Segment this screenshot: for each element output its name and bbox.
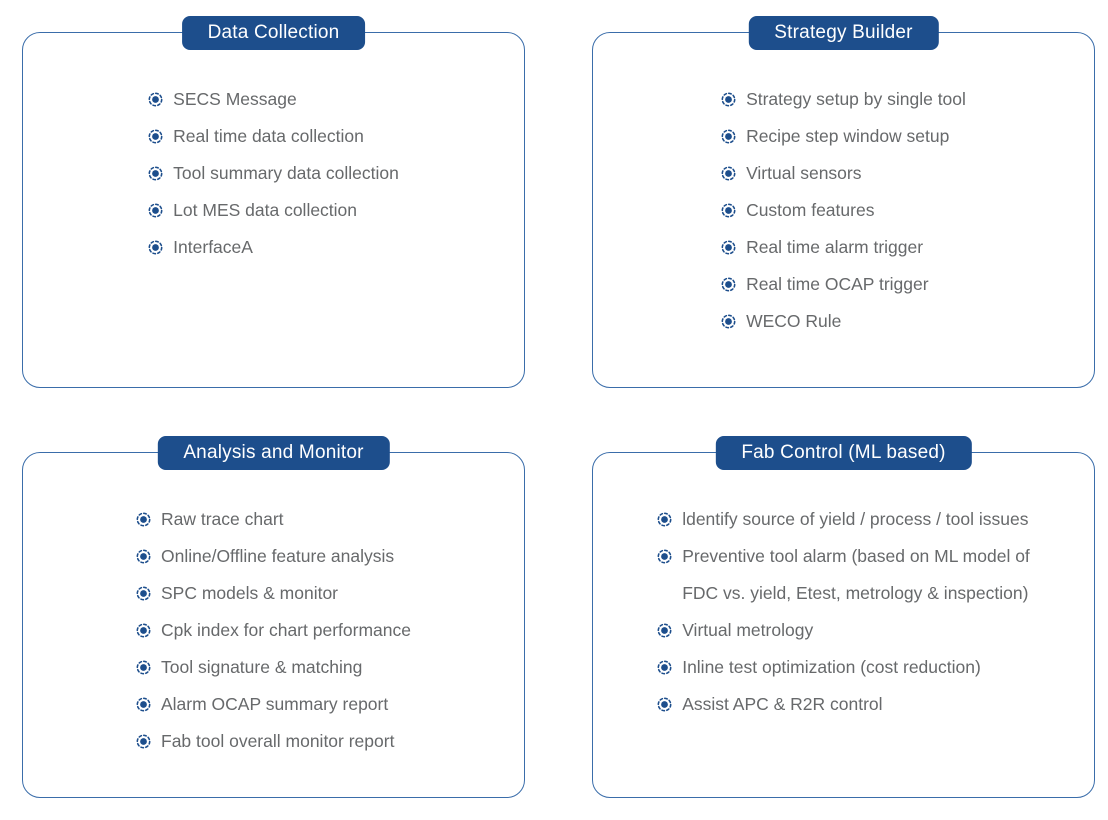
list-item-label: Cpk index for chart performance	[161, 620, 411, 640]
bullet-target-icon	[136, 686, 151, 723]
list-item-label: Lot MES data collection	[173, 200, 358, 220]
list-item-label: SPC models & monitor	[161, 583, 339, 603]
panel-title-badge: Fab Control (ML based)	[715, 436, 972, 470]
list-item-label: Online/Offline feature analysis	[161, 546, 395, 566]
bullet-target-icon	[148, 192, 163, 229]
list-item: Strategy setup by single tool	[721, 81, 966, 118]
bullet-target-icon	[136, 501, 151, 538]
list-item-label: Real time data collection	[173, 126, 364, 146]
bullet-target-icon	[148, 118, 163, 155]
list-item: InterfaceA	[148, 229, 399, 266]
list-item-label: WECO Rule	[746, 311, 842, 331]
panel-title-badge: Analysis and Monitor	[157, 436, 390, 470]
list-item-label: Custom features	[746, 200, 875, 220]
list-item: Tool summary data collection	[148, 155, 399, 192]
list-item: Alarm OCAP summary report	[136, 686, 411, 723]
bullet-target-icon	[721, 266, 736, 303]
bullet-target-icon	[721, 155, 736, 192]
list-item: ldentify source of yield / process / too…	[657, 501, 1030, 538]
list-item-label: Tool signature & matching	[161, 657, 363, 677]
list-item: Inline test optimization (cost reduction…	[657, 649, 1030, 686]
list-item: Online/Offline feature analysis	[136, 538, 411, 575]
list-item: Virtual metrology	[657, 612, 1030, 649]
list-item-label: Tool summary data collection	[173, 163, 399, 183]
bullet-target-icon	[657, 649, 672, 686]
bullet-target-icon	[136, 612, 151, 649]
list-item-label: Recipe step window setup	[746, 126, 950, 146]
list-item: Real time data collection	[148, 118, 399, 155]
bullet-target-icon	[721, 81, 736, 118]
feature-list: SECS Message Real time data collection	[148, 33, 399, 266]
list-item: Cpk index for chart performance	[136, 612, 411, 649]
bullet-target-icon	[657, 612, 672, 649]
bullet-target-icon	[148, 229, 163, 266]
bullet-target-icon	[657, 501, 672, 538]
bullet-target-icon	[657, 686, 672, 723]
feature-list: ldentify source of yield / process / too…	[657, 453, 1030, 723]
bullet-target-icon	[136, 538, 151, 575]
list-item-label: SECS Message	[173, 89, 297, 109]
list-item-label: Real time OCAP trigger	[746, 274, 929, 294]
bullet-target-icon	[721, 192, 736, 229]
list-item: Real time alarm trigger	[721, 229, 966, 266]
list-item: Custom features	[721, 192, 966, 229]
panel-title-badge: Data Collection	[181, 16, 366, 50]
list-item-label: Raw trace chart	[161, 509, 284, 529]
panel-strategy-builder: Strategy Builder Strategy setup by singl…	[592, 16, 1095, 388]
bullet-target-icon	[721, 303, 736, 340]
list-item-label: Fab tool overall monitor report	[161, 731, 395, 751]
bullet-target-icon	[148, 155, 163, 192]
list-item-label: Virtual sensors	[746, 163, 862, 183]
bullet-target-icon	[148, 81, 163, 118]
list-item-label: Assist APC & R2R control	[682, 694, 883, 714]
list-item: Lot MES data collection	[148, 192, 399, 229]
list-item: SPC models & monitor	[136, 575, 411, 612]
list-item-label: Preventive tool alarm (based on ML model…	[682, 546, 1030, 603]
list-item: Tool signature & matching	[136, 649, 411, 686]
list-item: Real time OCAP trigger	[721, 266, 966, 303]
list-item-label: Virtual metrology	[682, 620, 814, 640]
list-item: Assist APC & R2R control	[657, 686, 1030, 723]
list-item-label: Real time alarm trigger	[746, 237, 924, 257]
bullet-target-icon	[136, 649, 151, 686]
list-item: Fab tool overall monitor report	[136, 723, 411, 760]
feature-list: Raw trace chart Online/Offline feature a…	[136, 453, 411, 760]
panel-analysis-and-monitor: Analysis and Monitor Raw trace chart	[22, 436, 525, 798]
panel-data-collection: Data Collection SECS Message	[22, 16, 525, 388]
list-item: Preventive tool alarm (based on ML model…	[657, 538, 1030, 612]
list-item: Virtual sensors	[721, 155, 966, 192]
list-item-label: InterfaceA	[173, 237, 253, 257]
list-item: SECS Message	[148, 81, 399, 118]
list-item: Recipe step window setup	[721, 118, 966, 155]
panel-fab-control-ml-based: Fab Control (ML based) ldentify source o…	[592, 436, 1095, 798]
list-item-label: Inline test optimization (cost reduction…	[682, 657, 981, 677]
feature-list: Strategy setup by single tool Recipe ste…	[721, 33, 966, 340]
bullet-target-icon	[136, 575, 151, 612]
bullet-target-icon	[721, 229, 736, 266]
list-item: WECO Rule	[721, 303, 966, 340]
bullet-target-icon	[136, 723, 151, 760]
panel-title-badge: Strategy Builder	[748, 16, 939, 50]
list-item-label: Alarm OCAP summary report	[161, 694, 389, 714]
bullet-target-icon	[721, 118, 736, 155]
list-item: Raw trace chart	[136, 501, 411, 538]
bullet-target-icon	[657, 538, 672, 575]
list-item-label: ldentify source of yield / process / too…	[682, 509, 1029, 529]
list-item-label: Strategy setup by single tool	[746, 89, 966, 109]
